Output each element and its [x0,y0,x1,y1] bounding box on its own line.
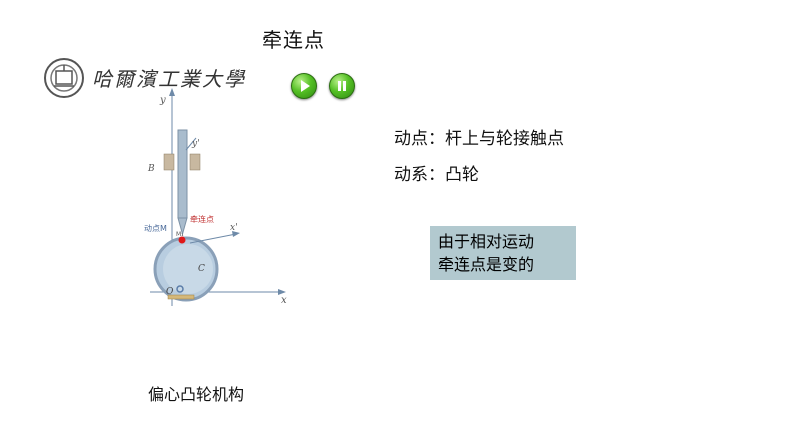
origin-label: O [166,287,174,297]
pause-button[interactable] [329,73,355,99]
center-label: C [198,264,205,274]
university-seal-icon [44,58,84,98]
transport-point-label: 牵连点 [190,214,214,224]
m1-label: M₁ [176,231,184,238]
y-prime-axis [185,137,197,151]
x-prime-axis [189,233,237,244]
follower-rod [177,129,188,219]
logo-wordmark: 哈爾濱工業大學 [92,67,246,91]
contact-point [178,236,186,244]
y-axis-label: y [159,95,166,106]
label-b: B [147,164,155,174]
rod-tip [177,217,188,236]
x-axis-label: x [281,295,287,306]
callout-line-2: 牵连点是变的 [438,255,535,274]
pivot [176,285,184,293]
x-prime-arrow [232,231,240,237]
callout-line-1: 由于相对运动 [438,232,535,251]
guide-block-right [189,153,201,171]
play-button[interactable] [291,73,317,99]
y-axis-arrow [169,88,175,96]
diagram-caption: 偏心凸轮机构 [148,385,245,404]
y-prime-label: y' [191,139,200,149]
guide-block-left [163,153,175,171]
x-axis-arrow [278,289,286,295]
moving-point-label: 动点M [144,223,167,233]
base-support [167,294,195,300]
university-logo: 哈爾濱工業大學 [42,56,244,100]
cam-mechanism-diagram: y x B y' C x' 动点M 牵连点 M₁ O [144,88,287,306]
page-title: 牵连点 [262,28,325,52]
moving-frame-definition: 动系：凸轮 [394,165,479,185]
x-prime-label: x' [230,223,238,233]
cam-inner-face [163,244,213,294]
moving-point-definition: 动点：杆上与轮接触点 [394,129,564,149]
note-callout: 由于相对运动 牵连点是变的 [430,226,576,280]
